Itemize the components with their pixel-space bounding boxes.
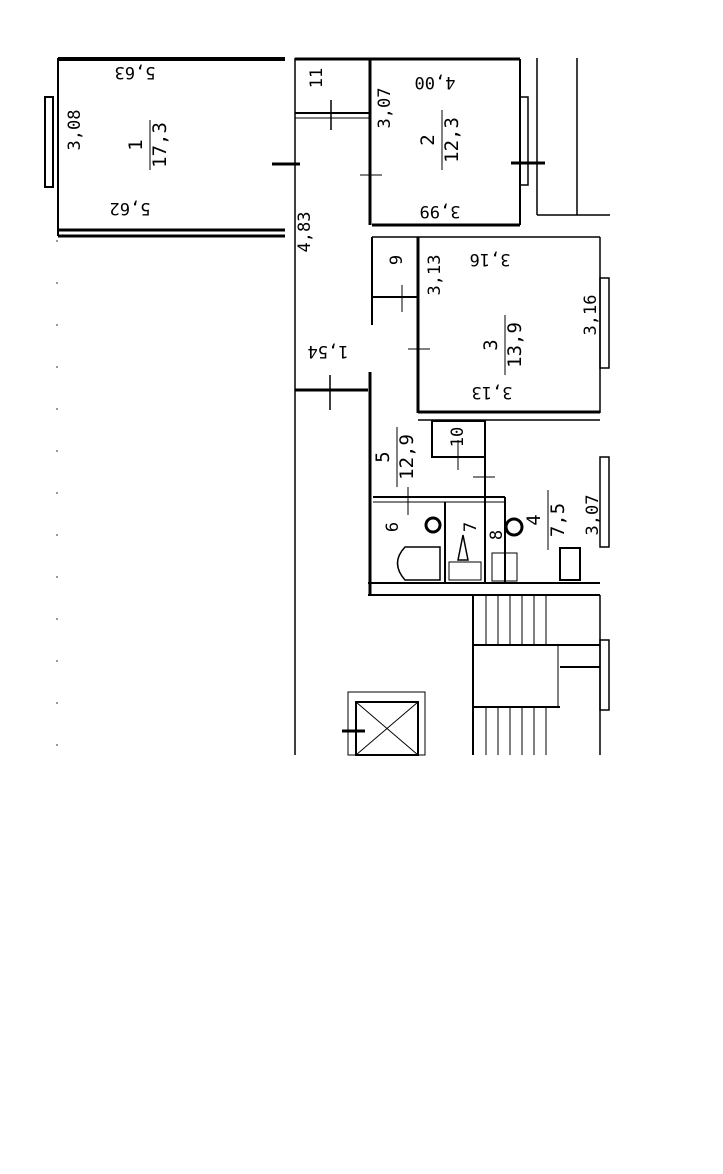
- dim-corridor-width: 1,54: [308, 341, 349, 361]
- dim-room2-side: 3,07: [375, 88, 395, 129]
- dim-room2-top: 4,00: [415, 72, 456, 92]
- elevator-icon: [342, 691, 426, 756]
- window-room-3: [599, 277, 610, 369]
- room-1-label: 1 17,3: [125, 120, 171, 170]
- svg-text:4: 4: [523, 514, 545, 525]
- sink-icon: [424, 516, 442, 534]
- svg-text:13,9: 13,9: [504, 322, 526, 368]
- bathtub-icon: [396, 546, 441, 581]
- room-2-label: 2 12,3: [417, 110, 463, 170]
- dim-room3-left: 3,13: [425, 255, 445, 296]
- dim-room2-bottom: 3,99: [420, 201, 461, 221]
- dim-room1-top: 5,63: [115, 62, 156, 82]
- svg-text:12,3: 12,3: [441, 117, 463, 163]
- svg-text:12,9: 12,9: [396, 434, 418, 480]
- staircase: [472, 595, 610, 755]
- room-8-label: 8: [487, 530, 507, 540]
- svg-text:5: 5: [372, 451, 394, 462]
- dim-room3-top: 3,16: [470, 249, 511, 269]
- stove-icon: [559, 547, 581, 581]
- toilet-icon: [457, 534, 469, 561]
- svg-text:1: 1: [125, 139, 147, 150]
- room-4-5-walls: [368, 372, 610, 596]
- window-room-2: [519, 96, 529, 186]
- svg-text:7,5: 7,5: [547, 503, 569, 537]
- svg-text:3: 3: [480, 339, 502, 350]
- room-5-label: 5 12,9: [372, 427, 418, 487]
- room-1-walls: [44, 57, 300, 238]
- dim-room3-right: 3,16: [581, 295, 601, 336]
- window-room-1: [44, 96, 54, 188]
- dim-corridor-length: 4,83: [295, 212, 315, 253]
- room-7-label: 7: [461, 522, 481, 532]
- kitchen-sink-icon: [504, 517, 524, 537]
- room-11-label: 11: [307, 68, 327, 88]
- svg-text:2: 2: [417, 134, 439, 145]
- dim-room1-side: 3,08: [65, 110, 85, 151]
- room-6-label: 6: [383, 522, 403, 532]
- room-9-label: 9: [387, 255, 407, 265]
- dim-room4-side: 3,07: [583, 495, 603, 536]
- dim-room3-bottom: 3,13: [472, 382, 513, 402]
- room-3-walls: [371, 236, 610, 414]
- room-3-label: 3 13,9: [480, 315, 526, 375]
- room-4-label: 4 7,5: [523, 490, 569, 550]
- room-10-label: 10: [448, 427, 468, 447]
- room-2-walls: [295, 57, 610, 227]
- svg-text:17,3: 17,3: [149, 122, 171, 168]
- window-room-4: [599, 456, 610, 548]
- dim-room1-bottom: 5,62: [110, 198, 151, 218]
